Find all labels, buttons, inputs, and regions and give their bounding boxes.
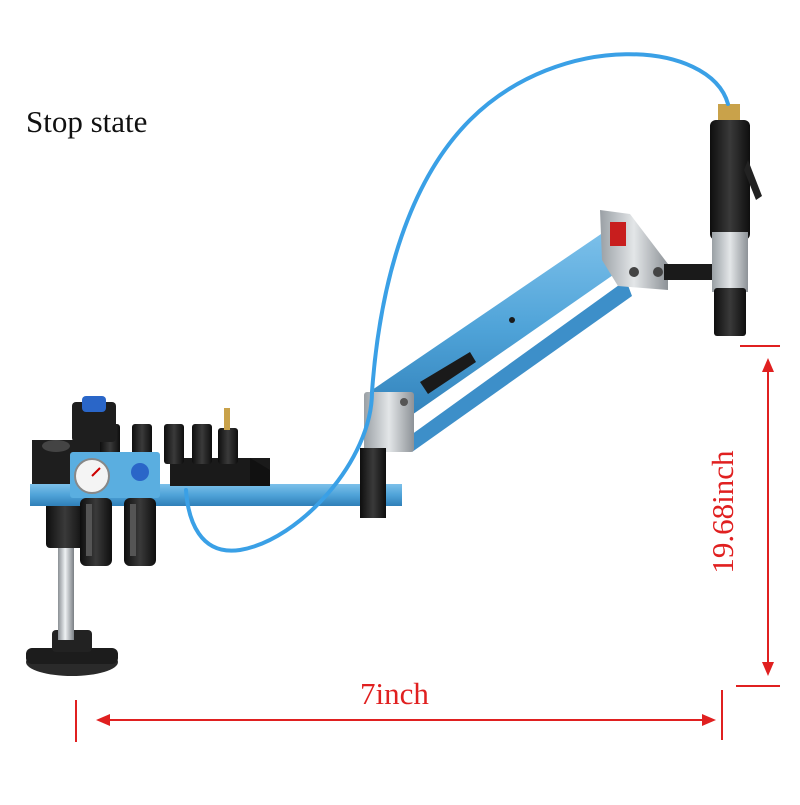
dimension-lines bbox=[75, 345, 780, 742]
arm-pivot-block bbox=[360, 392, 414, 518]
head-plate bbox=[600, 210, 714, 290]
air-hose bbox=[184, 52, 730, 553]
air-filter-regulator bbox=[70, 396, 160, 566]
base-stand bbox=[26, 500, 118, 676]
lower-arm bbox=[372, 232, 632, 452]
air-motor bbox=[710, 104, 762, 336]
height-dimension-label: 19.68inch bbox=[705, 450, 740, 574]
width-dimension-label: 7inch bbox=[360, 676, 429, 711]
caption-stop-state: Stop state bbox=[26, 104, 148, 139]
